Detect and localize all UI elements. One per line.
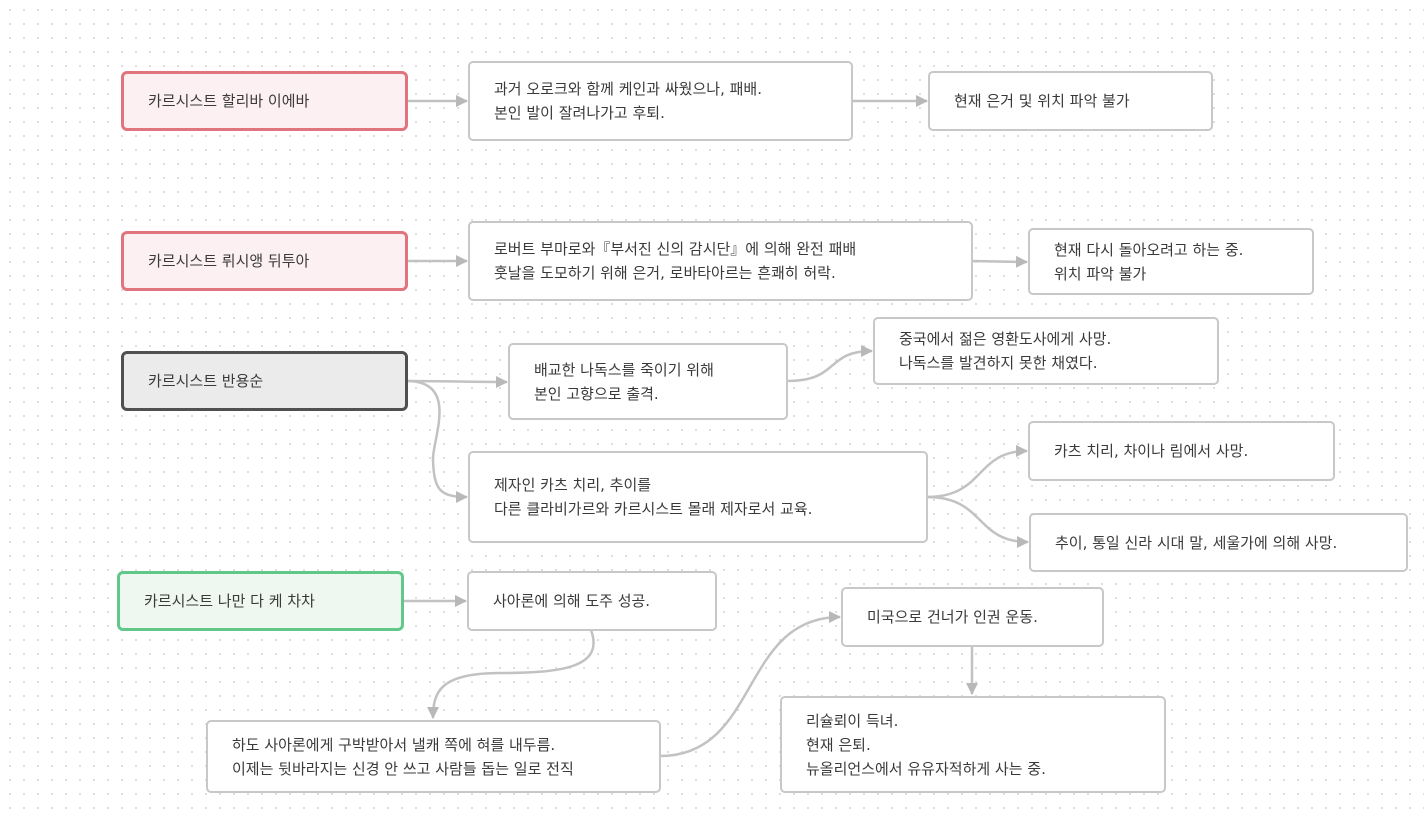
event-node-ban-sortie[interactable]: 배교한 나독스를 죽이기 위해 본인 고향으로 출격. (508, 343, 788, 420)
edge-disciples-to-chui (926, 495, 1029, 548)
event-node-naman-escape[interactable]: 사아론에 의해 도주 성공. (467, 571, 717, 631)
event-node-ban-disciples[interactable]: 제자인 카츠 치리, 추이를 다른 클라비가르와 카르시스트 몰래 제자로서 교… (468, 451, 928, 543)
edge-ban-to-sortie (406, 375, 508, 388)
edge-ban-to-disciples (406, 379, 468, 503)
event-node-naman-career-change[interactable]: 하도 사아론에게 구박받아서 낼캐 쪽에 혀를 내두름. 이제는 뒷바라지는 신… (206, 720, 661, 793)
event-node-ban-death[interactable]: 중국에서 젊은 영환도사에게 사망. 나독스를 발견하지 못한 채였다. (873, 317, 1219, 385)
event-node-chui-death[interactable]: 추이, 통일 신라 시대 말, 세울가에 의해 사망. (1029, 513, 1408, 572)
event-node-haliba-current-status[interactable]: 현재 은거 및 위치 파악 불가 (928, 71, 1213, 131)
event-node-rushi-defeat[interactable]: 로버트 부마로와『부서진 신의 감시단』에 의해 완전 패배 훗날을 도모하기 … (468, 221, 973, 301)
person-node-naman[interactable]: 카르시스트 나만 다 케 차차 (117, 571, 404, 631)
event-node-naman-retirement[interactable]: 리슐뢰이 득녀. 현재 은퇴. 뉴올리언스에서 유유자적하게 사는 중. (780, 696, 1166, 793)
person-node-rushi[interactable]: 카르시스트 뤼시앵 뒤투아 (121, 231, 408, 291)
event-node-rushi-current-status[interactable]: 현재 다시 돌아오려고 하는 중. 위치 파악 불가 (1028, 228, 1314, 295)
event-node-naman-usa[interactable]: 미국으로 건너가 인권 운동. (841, 587, 1104, 647)
event-node-haliba-past-defeat[interactable]: 과거 오로크와 함께 케인과 싸웠으나, 패배. 본인 발이 잘려나가고 후퇴. (468, 61, 853, 141)
edge-escape-to-career (427, 629, 595, 719)
edge-rushi-defeat-to-now (971, 255, 1028, 268)
person-node-haliba[interactable]: 카르시스트 할리바 이에바 (121, 71, 408, 131)
event-node-katsu-death[interactable]: 카츠 치리, 차이나 림에서 사망. (1028, 421, 1335, 481)
edge-ban-sortie-to-death (786, 345, 873, 383)
person-node-ban[interactable]: 카르시스트 반용순 (121, 351, 408, 411)
edge-disciples-to-katsu (926, 445, 1028, 499)
